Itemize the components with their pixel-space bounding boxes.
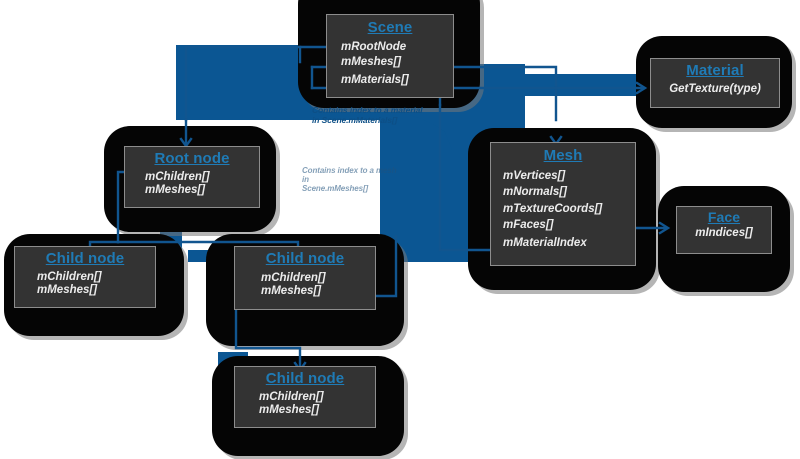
node-mesh-fields: mVertices[] mNormals[] mTextureCoords[] … [491, 170, 635, 251]
field-mmeshes: mMeshes[] [259, 404, 320, 417]
caption-material-index: Contains index to a material in Scene.mM… [312, 105, 423, 125]
node-root-node-title: Root node [154, 150, 230, 167]
node-scene-title: Scene [367, 19, 413, 36]
node-child-mid-title: Child node [265, 250, 345, 267]
node-face-title: Face [707, 209, 741, 225]
field-gettexture: GetTexture(type) [669, 82, 761, 95]
node-child-mid-fields: mChildren[] mMeshes[] [235, 272, 375, 299]
field-mmeshes: mMeshes[] [145, 184, 206, 197]
field-mmeshes: mMeshes[] [261, 285, 322, 298]
node-child-bot-fields: mChildren[] mMeshes[] [235, 391, 375, 418]
node-child-bot[interactable]: Child node mChildren[] mMeshes[] [234, 366, 376, 428]
node-root-node[interactable]: Root node mChildren[] mMeshes[] [124, 146, 260, 208]
node-mesh-title: Mesh [543, 147, 583, 164]
caption-mesh-index: Contains index to a mesh in Scene.mMeshe… [302, 166, 397, 194]
node-material-title: Material [686, 62, 744, 79]
field-mchildren: mChildren[] [261, 271, 326, 284]
node-mesh[interactable]: Mesh mVertices[] mNormals[] mTextureCoor… [490, 142, 636, 266]
node-face-fields: mIndices[] [677, 227, 771, 241]
node-scene[interactable]: Scene mRootNode mMeshes[] mMaterials[] [326, 14, 454, 98]
node-scene-fields: mRootNode mMeshes[] mMaterials[] [327, 41, 453, 88]
field-mindices: mIndices[] [695, 227, 753, 240]
node-material-fields: GetTexture(type) [651, 83, 779, 97]
node-child-bot-title: Child node [265, 370, 345, 387]
node-child-left[interactable]: Child node mChildren[] mMeshes[] [14, 246, 156, 308]
field-mtexturecoords: mTextureCoords[] [503, 202, 603, 215]
node-root-node-fields: mChildren[] mMeshes[] [125, 171, 259, 198]
field-mmaterials: mMaterials[] [341, 73, 409, 86]
field-mchildren: mChildren[] [259, 390, 324, 403]
node-child-left-fields: mChildren[] mMeshes[] [15, 271, 155, 298]
field-mmaterialindex: mMaterialIndex [503, 236, 587, 249]
field-mfaces: mFaces[] [503, 219, 554, 232]
node-child-mid[interactable]: Child node mChildren[] mMeshes[] [234, 246, 376, 310]
field-mchildren: mChildren[] [37, 270, 102, 283]
field-mrootnode: mRootNode [341, 40, 407, 53]
field-mchildren: mChildren[] [145, 170, 210, 183]
node-face[interactable]: Face mIndices[] [676, 206, 772, 254]
field-mmeshes: mMeshes[] [37, 284, 98, 297]
node-child-left-title: Child node [45, 250, 125, 267]
node-material[interactable]: Material GetTexture(type) [650, 58, 780, 108]
field-mnormals: mNormals[] [503, 186, 567, 199]
field-mvertices: mVertices[] [503, 169, 566, 182]
field-mmeshes: mMeshes[] [341, 56, 402, 69]
